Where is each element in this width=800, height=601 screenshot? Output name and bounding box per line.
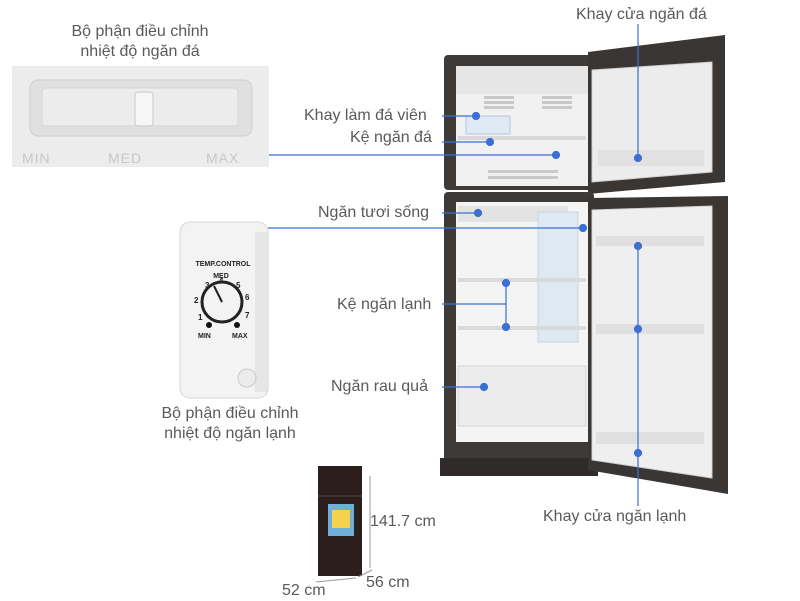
- freezer-door-shelf: [598, 150, 704, 166]
- dial-indicator: [213, 285, 223, 303]
- slider-knob: [134, 91, 154, 127]
- dial-number-1: 1: [198, 313, 203, 322]
- dial-number-2: 2: [194, 296, 199, 305]
- refrigerator-illustration: [440, 35, 728, 494]
- fridge-door-shelf-3: [596, 432, 704, 444]
- freezer-vents: [484, 96, 572, 179]
- dial-number-6: 6: [245, 293, 250, 302]
- dimension-illustration: [315, 466, 373, 583]
- dial-number-5: 5: [236, 281, 241, 290]
- fridge-door-tray-label: Khay cửa ngăn lạnh: [543, 508, 687, 525]
- dial-panel-edge: [255, 232, 267, 392]
- dial-scale: MED 1 2 3 4 5 6 7 MIN MAX: [194, 273, 250, 340]
- fridge-shelf-upper: [458, 278, 586, 282]
- fridge-shelf-label: Kệ ngăn lạnh: [337, 296, 432, 313]
- width-label: 52 cm: [282, 582, 326, 599]
- fridge-shelf-lower: [458, 326, 586, 330]
- ice-tray-label: Khay làm đá viên: [304, 107, 427, 124]
- dial-panel: [179, 221, 269, 399]
- freezer-door-tray-label: Khay cửa ngăn đá: [576, 6, 707, 23]
- dial-min-label: MIN: [198, 333, 211, 340]
- dial-knob: [200, 280, 244, 324]
- dial-med-label: MED: [213, 273, 229, 280]
- dial-title: TEMP.CONTROL: [195, 261, 251, 268]
- leader-lines: [268, 24, 643, 506]
- slider-min-label: MIN: [22, 150, 51, 166]
- width-dimension-line: [315, 577, 357, 583]
- fridge-control-label: Bộ phận điều chỉnh nhiệt độ ngăn lạnh: [161, 405, 299, 442]
- depth-dimension-line: [357, 569, 373, 578]
- fridge-door-liner: [591, 205, 713, 479]
- dial-number-3: 3: [205, 281, 210, 290]
- freezer-control-label: Bộ phận điều chỉnh nhiệt độ ngăn đá: [71, 23, 209, 60]
- height-label: 141.7 cm: [370, 513, 436, 530]
- freezer-slider-control: MIN MED MAX: [12, 66, 269, 167]
- vegetable-drawer-label: Ngăn rau quả: [331, 378, 428, 395]
- fridge-base: [440, 458, 598, 476]
- fridge-door-shelf-1: [596, 236, 704, 246]
- fridge-door-shelf-2: [596, 324, 704, 334]
- dial-number-4: 4: [219, 276, 224, 285]
- freezer-shelf: [458, 136, 586, 140]
- freezer-top-panel: [456, 66, 588, 94]
- dial-max-label: MAX: [232, 333, 248, 340]
- fridge-dial-control: TEMP.CONTROL MED 1 2 3 4 5 6 7 MIN MAX: [179, 221, 269, 399]
- depth-label: 56 cm: [366, 574, 410, 591]
- fridge-air-duct: [537, 211, 579, 343]
- dial-number-7: 7: [245, 311, 250, 320]
- freezer-shelf-label: Kệ ngăn đá: [350, 129, 432, 146]
- fresh-compartment-label: Ngăn tươi sống: [318, 204, 430, 221]
- ice-tray: [465, 115, 511, 135]
- dial-screw: [237, 368, 257, 388]
- slider-med-label: MED: [108, 150, 142, 166]
- vegetable-drawer: [457, 365, 587, 427]
- slider-max-label: MAX: [206, 150, 239, 166]
